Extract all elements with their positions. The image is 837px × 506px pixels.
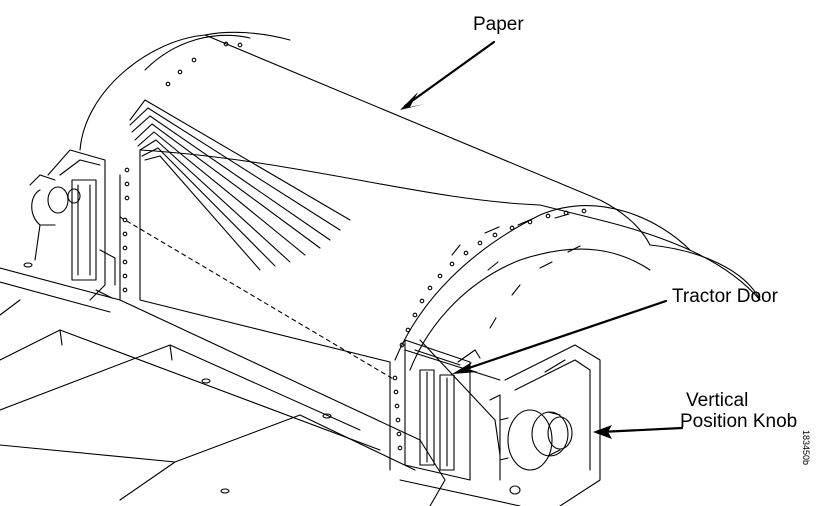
figure-code: 183450b [801, 430, 811, 466]
paper-perforations-left [122, 167, 130, 293]
paper-perforations-top [165, 41, 243, 87]
tractor-door-leader-line [458, 299, 668, 373]
leader-arrows [403, 40, 684, 434]
paper-stack [79, 31, 761, 471]
knob-leader-line [598, 426, 684, 434]
paper-slots [451, 213, 581, 329]
paper-arrowhead [400, 92, 425, 110]
left-tractor [29, 149, 116, 301]
tractor-door-arrowhead [452, 362, 478, 374]
paper-leader-line [403, 40, 496, 108]
knob-arrowhead [593, 425, 612, 439]
knob-assembly [489, 344, 601, 506]
tractor-door-label: Tractor Door [672, 286, 778, 307]
paper-perforations-right [392, 208, 587, 451]
paper-label: Paper [473, 14, 524, 35]
vertical-position-knob-label-line1: Vertical [686, 390, 749, 411]
vertical-position-knob-label-line2: Position Knob [680, 411, 798, 432]
right-tractor [404, 339, 501, 481]
vertical-position-knob-label: Vertical Position Knob [680, 390, 797, 432]
